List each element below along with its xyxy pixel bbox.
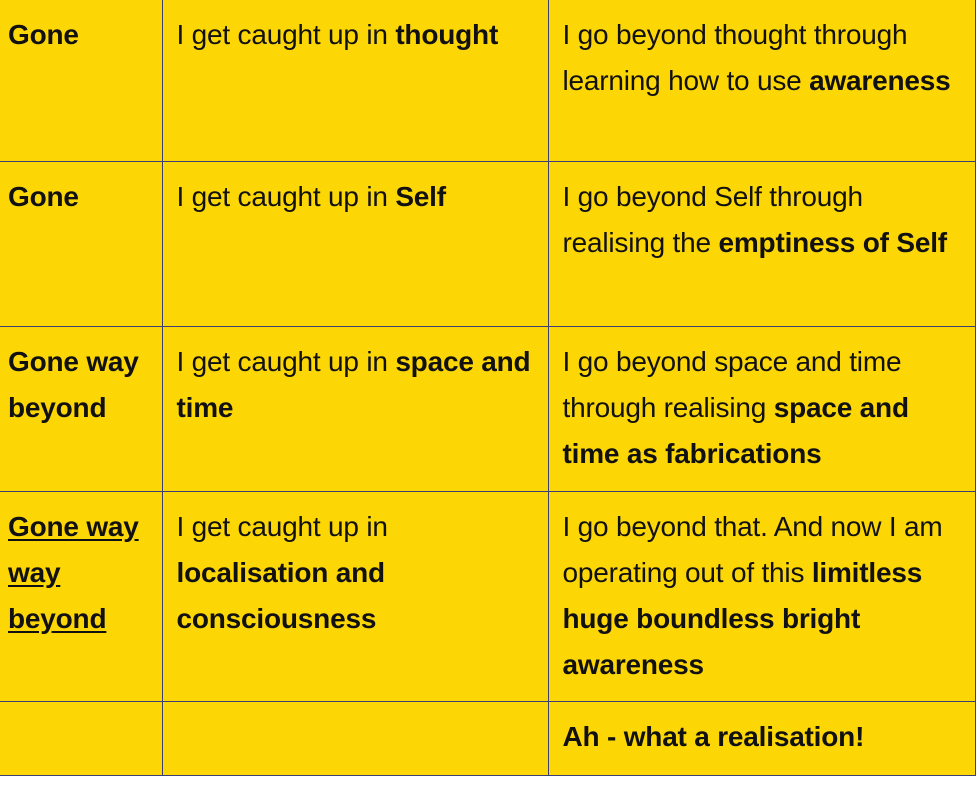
caught-up-text: I get caught up in <box>176 510 388 542</box>
table-row: Ah - what a realisation! <box>0 700 976 776</box>
caught-up-cell: I get caught up in thought <box>161 0 549 162</box>
stage-label-line: Gone way <box>8 510 139 542</box>
caught-up-emphasis: Self <box>395 180 446 212</box>
go-beyond-emphasis: space and time as fabrications <box>562 391 910 469</box>
go-beyond-cell: Ah - what a realisation! <box>547 700 976 776</box>
go-beyond-emphasis: emptiness of Self <box>718 226 947 258</box>
table-row: Gone I get caught up in Self I go beyond… <box>0 160 976 327</box>
stage-cell: Gone way way beyond <box>0 490 163 702</box>
caught-up-cell-empty <box>161 700 549 776</box>
caught-up-emphasis: localisation and consciousness <box>176 556 386 634</box>
caught-up-cell: I get caught up in Self <box>161 160 549 327</box>
caught-up-text: I get caught up in <box>176 19 396 50</box>
caught-up-text: I get caught up in <box>176 180 396 212</box>
stage-cell: Gone <box>0 0 163 162</box>
go-beyond-text: I go beyond that. And now I am operating… <box>562 510 943 588</box>
stage-label: Gone <box>8 19 79 50</box>
table-row: Gone way way beyond I get caught up in l… <box>0 490 976 702</box>
caught-up-text: I get caught up in <box>176 345 396 377</box>
realisation-table: Gone I get caught up in thought I go bey… <box>0 0 976 776</box>
caught-up-cell: I get caught up in localisation and cons… <box>161 490 549 702</box>
stage-cell: Gone <box>0 160 163 327</box>
realisation-text: Ah - what a realisation! <box>562 720 865 752</box>
stage-label-line: beyond <box>8 602 107 634</box>
stage-label: Gone <box>8 180 79 212</box>
caught-up-emphasis: space and time <box>176 345 531 423</box>
go-beyond-cell: I go beyond that. And now I am operating… <box>547 490 976 702</box>
go-beyond-text: I go beyond Self through realising the <box>562 180 864 258</box>
go-beyond-cell: I go beyond space and time through reali… <box>547 325 976 492</box>
caught-up-emphasis: thought <box>395 19 499 50</box>
stage-cell-empty <box>0 700 163 776</box>
go-beyond-text: I go beyond thought through learning how… <box>562 19 908 96</box>
go-beyond-emphasis: limitless huge boundless bright awarenes… <box>562 556 923 680</box>
table-row: Gone I get caught up in thought I go bey… <box>0 0 976 162</box>
realisation-table-container: Gone I get caught up in thought I go bey… <box>0 0 976 776</box>
go-beyond-cell: I go beyond Self through realising the e… <box>547 160 976 327</box>
stage-label-line: way <box>8 556 61 588</box>
go-beyond-cell: I go beyond thought through learning how… <box>547 0 976 162</box>
go-beyond-emphasis: awareness <box>809 65 951 96</box>
stage-label: Gone way beyond <box>8 345 139 423</box>
go-beyond-text: I go beyond space and time through reali… <box>562 345 902 423</box>
caught-up-cell: I get caught up in space and time <box>161 325 549 492</box>
table-row: Gone way beyond I get caught up in space… <box>0 325 976 492</box>
stage-cell: Gone way beyond <box>0 325 163 492</box>
